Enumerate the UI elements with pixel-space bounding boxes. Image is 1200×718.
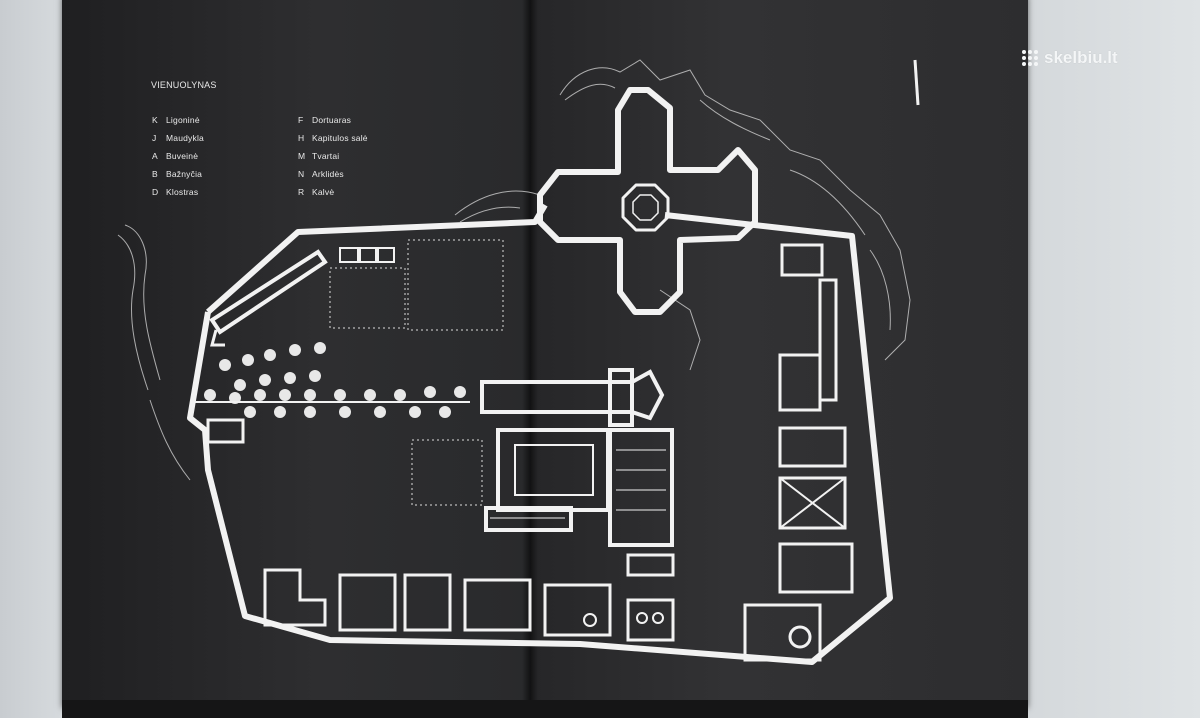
church-and-cloister	[480, 368, 674, 547]
wall-left	[0, 0, 70, 718]
west-gatehouse	[206, 418, 245, 444]
south-buildings	[263, 553, 822, 662]
skelbiu-watermark: skelbiu.lt	[1022, 48, 1118, 68]
cloister-hatch	[490, 449, 666, 519]
legend-title: VIENUOLYNAS	[151, 80, 217, 90]
east-buildings	[778, 243, 854, 594]
upper-huts	[339, 247, 395, 263]
wall-right	[1022, 0, 1200, 718]
orchard-trees	[204, 342, 466, 418]
garden-field	[329, 239, 504, 506]
north-marker	[913, 59, 920, 106]
dormitory-building	[209, 249, 328, 347]
star-fortress	[537, 87, 758, 315]
watermark-text: skelbiu.lt	[1044, 48, 1118, 67]
terrain-hatching	[117, 59, 911, 481]
book-edge	[62, 700, 1028, 718]
skelbiu-logo-dots-icon	[1022, 50, 1038, 66]
